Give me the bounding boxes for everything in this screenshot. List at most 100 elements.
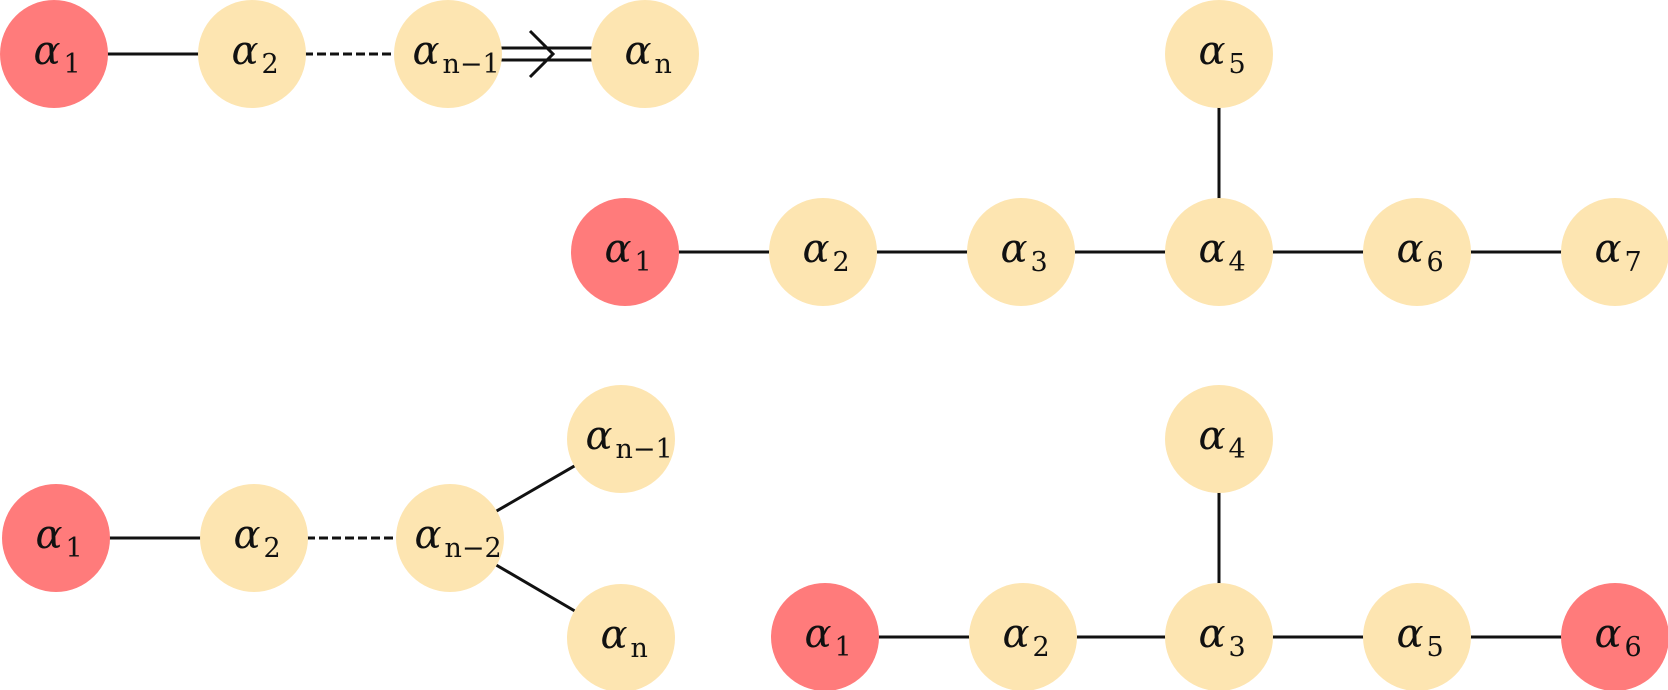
node-circle — [771, 583, 879, 690]
node-label-base: α — [413, 28, 440, 74]
node-circle — [1561, 198, 1668, 306]
node-label-base: α — [34, 28, 61, 74]
node-circle — [567, 584, 675, 690]
node-circle — [967, 198, 1075, 306]
node-label-subscript: 5 — [1229, 49, 1246, 80]
node-label-base: α — [586, 413, 613, 459]
node-circle — [394, 0, 502, 108]
node-label-subscript: 6 — [1427, 247, 1444, 278]
node-label-subscript: 7 — [1625, 247, 1642, 278]
node-label-subscript: 2 — [1033, 632, 1050, 663]
node-label-subscript: n−1 — [616, 434, 673, 465]
node-circle — [1561, 583, 1668, 690]
node-label-base: α — [1199, 226, 1226, 272]
node-label-base: α — [1001, 226, 1028, 272]
node-label-base: α — [36, 512, 63, 558]
node-label-base: α — [803, 226, 830, 272]
node-label-subscript: n — [655, 49, 672, 80]
node-circle — [1165, 385, 1273, 493]
node-circle — [1363, 583, 1471, 690]
node-label-subscript: n−1 — [443, 49, 500, 80]
node-circle — [0, 0, 108, 108]
node-label-base: α — [1595, 611, 1622, 657]
node-circle — [396, 484, 504, 592]
node-circle — [1165, 198, 1273, 306]
node-label-base: α — [1595, 226, 1622, 272]
node-label-subscript: 3 — [1229, 632, 1246, 663]
node-label-subscript: 1 — [64, 49, 81, 80]
node-circle — [571, 198, 679, 306]
node-label-base: α — [415, 512, 442, 558]
node-label-subscript: 5 — [1427, 632, 1444, 663]
node-label-base: α — [234, 512, 261, 558]
node-label-base: α — [601, 612, 628, 658]
edge-an2-an1 — [494, 463, 577, 514]
node-circle — [591, 0, 699, 108]
node-label-subscript: 1 — [835, 632, 852, 663]
node-label-base: α — [1397, 611, 1424, 657]
node-label-base: α — [1199, 611, 1226, 657]
node-label-subscript: 2 — [262, 49, 279, 80]
node-label-subscript: 4 — [1229, 247, 1246, 278]
node-circle — [2, 484, 110, 592]
node-label-base: α — [232, 28, 259, 74]
node-label-subscript: n−2 — [445, 533, 502, 564]
node-label-subscript: 3 — [1031, 247, 1048, 278]
node-label-subscript: 1 — [635, 247, 652, 278]
edge-an2-an — [494, 562, 577, 614]
node-label-base: α — [1397, 226, 1424, 272]
node-label-subscript: 1 — [66, 533, 83, 564]
node-label-subscript: 2 — [264, 533, 281, 564]
double-arrow-an1-an — [500, 29, 593, 79]
node-circle — [1165, 0, 1273, 108]
node-label-base: α — [605, 226, 632, 272]
node-label-base: α — [625, 28, 652, 74]
node-circle — [1165, 583, 1273, 690]
node-label-subscript: 4 — [1229, 434, 1246, 465]
node-circle — [769, 198, 877, 306]
node-label-base: α — [1003, 611, 1030, 657]
node-circle — [198, 0, 306, 108]
